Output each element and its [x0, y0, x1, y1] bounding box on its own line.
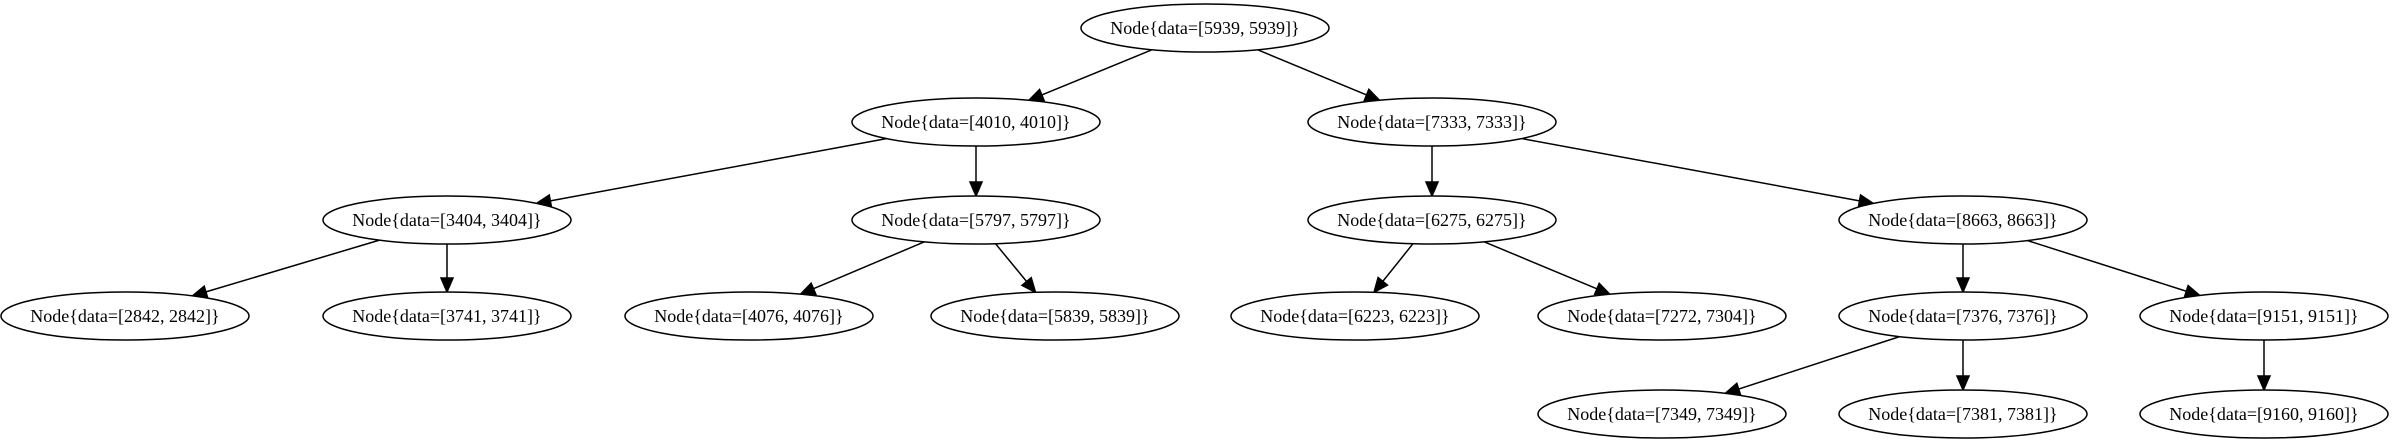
tree-node-n6223: Node{data=[6223, 6223]}: [1230, 291, 1480, 341]
edge-n5939-n4010: [1027, 49, 1153, 102]
edge-n7376-n7349: [1723, 335, 1900, 396]
node-label: Node{data=[5839, 5839]}: [960, 306, 1149, 326]
tree-node-n9151: Node{data=[9151, 9151]}: [2139, 291, 2389, 341]
node-label: Node{data=[9151, 9151]}: [2169, 306, 2358, 326]
node-label: Node{data=[7376, 7376]}: [1868, 306, 2057, 326]
node-label: Node{data=[7272, 7304]}: [1567, 306, 1756, 326]
edge-line: [994, 243, 1028, 282]
node-ellipse: [624, 291, 874, 341]
arrowhead-icon: [1372, 276, 1389, 294]
edge-line: [1483, 241, 1598, 290]
edge-n7333-n6275: [1424, 146, 1440, 198]
node-ellipse: [1838, 291, 2088, 341]
tree-node-n5939: Node{data=[5939, 5939]}: [1080, 3, 1330, 53]
node-ellipse: [2139, 389, 2389, 439]
edge-n7376-n7381: [1955, 340, 1971, 392]
node-label: Node{data=[4076, 4076]}: [654, 306, 843, 326]
tree-node-n8663: Node{data=[8663, 8663]}: [1838, 195, 2088, 245]
arrowhead-icon: [1020, 276, 1037, 294]
edge-line: [1382, 243, 1414, 282]
arrowhead-icon: [1363, 88, 1382, 102]
edge-line: [2027, 239, 2187, 292]
edge-n5797-n4076: [798, 241, 925, 296]
node-label: Node{data=[6223, 6223]}: [1260, 306, 1449, 326]
node-ellipse: [1537, 291, 1787, 341]
arrowhead-icon: [2256, 375, 2272, 392]
edge-n5797-n5839: [994, 243, 1037, 294]
tree-node-n4076: Node{data=[4076, 4076]}: [624, 291, 874, 341]
edge-line: [1257, 49, 1367, 96]
arrowhead-icon: [968, 181, 984, 198]
edge-n3404-n2842: [190, 239, 380, 299]
tree-node-n3741: Node{data=[3741, 3741]}: [322, 291, 572, 341]
node-ellipse: [1080, 3, 1330, 53]
edge-n5939-n7333: [1257, 49, 1382, 102]
edge-n8663-n7376: [1955, 244, 1971, 294]
node-label: Node{data=[3741, 3741]}: [352, 306, 541, 326]
node-label: Node{data=[7349, 7349]}: [1567, 404, 1756, 424]
arrowhead-icon: [1593, 281, 1612, 296]
node-ellipse: [0, 291, 250, 341]
tree-node-n7333: Node{data=[7333, 7333]}: [1307, 97, 1557, 147]
tree-node-n7376: Node{data=[7376, 7376]}: [1838, 291, 2088, 341]
node-label: Node{data=[6275, 6275]}: [1337, 210, 1526, 230]
arrowhead-icon: [439, 277, 455, 294]
edge-n4010-n3404: [534, 137, 887, 208]
edge-n6275-n7272: [1483, 241, 1612, 296]
tree-node-n4010: Node{data=[4010, 4010]}: [851, 97, 1101, 147]
node-label: Node{data=[5797, 5797]}: [881, 210, 1070, 230]
node-label: Node{data=[7333, 7333]}: [1337, 112, 1526, 132]
tree-node-n2842: Node{data=[2842, 2842]}: [0, 291, 250, 341]
edge-n9151-n9160: [2256, 340, 2272, 392]
node-label: Node{data=[8663, 8663]}: [1868, 210, 2057, 230]
edge-n4010-n5797: [968, 146, 984, 198]
tree-node-n9160: Node{data=[9160, 9160]}: [2139, 389, 2389, 439]
node-label: Node{data=[5939, 5939]}: [1110, 18, 1299, 38]
node-ellipse: [1307, 97, 1557, 147]
tree-node-n6275: Node{data=[6275, 6275]}: [1307, 195, 1557, 245]
node-label: Node{data=[4010, 4010]}: [881, 112, 1070, 132]
node-label: Node{data=[3404, 3404]}: [352, 210, 541, 230]
edge-line: [205, 239, 380, 293]
node-ellipse: [1230, 291, 1480, 341]
node-ellipse: [851, 97, 1101, 147]
node-ellipse: [2139, 291, 2389, 341]
arrowhead-icon: [1955, 375, 1971, 392]
edge-line: [1521, 137, 1860, 202]
nodes-layer: Node{data=[5939, 5939]} Node{data=[4010, …: [0, 3, 2389, 439]
tree-node-n3404: Node{data=[3404, 3404]}: [322, 195, 572, 245]
arrowhead-icon: [1424, 181, 1440, 198]
edge-n7333-n8663: [1521, 137, 1876, 208]
tree-node-n7381: Node{data=[7381, 7381]}: [1838, 389, 2088, 439]
tree-node-n7349: Node{data=[7349, 7349]}: [1537, 389, 1787, 439]
node-label: Node{data=[7381, 7381]}: [1868, 404, 2057, 424]
edge-line: [813, 241, 925, 290]
edge-n8663-n9151: [2027, 239, 2202, 298]
node-label: Node{data=[2842, 2842]}: [30, 306, 219, 326]
node-ellipse: [1838, 195, 2088, 245]
arrowhead-icon: [1027, 88, 1046, 102]
node-ellipse: [1838, 389, 2088, 439]
edges-layer: [190, 49, 2272, 396]
edge-line: [550, 137, 887, 202]
tree-node-n5797: Node{data=[5797, 5797]}: [851, 195, 1101, 245]
edge-line: [1041, 49, 1153, 96]
node-ellipse: [322, 291, 572, 341]
tree-node-n7272: Node{data=[7272, 7304]}: [1537, 291, 1787, 341]
tree-node-n5839: Node{data=[5839, 5839]}: [930, 291, 1180, 341]
node-ellipse: [851, 195, 1101, 245]
node-label: Node{data=[9160, 9160]}: [2169, 404, 2358, 424]
node-ellipse: [322, 195, 572, 245]
edge-n6275-n6223: [1372, 243, 1414, 294]
node-ellipse: [930, 291, 1180, 341]
edge-line: [1738, 335, 1900, 390]
edge-n3404-n3741: [439, 244, 455, 294]
arrowhead-icon: [798, 281, 817, 296]
node-ellipse: [1537, 389, 1787, 439]
arrowhead-icon: [1955, 277, 1971, 294]
node-ellipse: [1307, 195, 1557, 245]
